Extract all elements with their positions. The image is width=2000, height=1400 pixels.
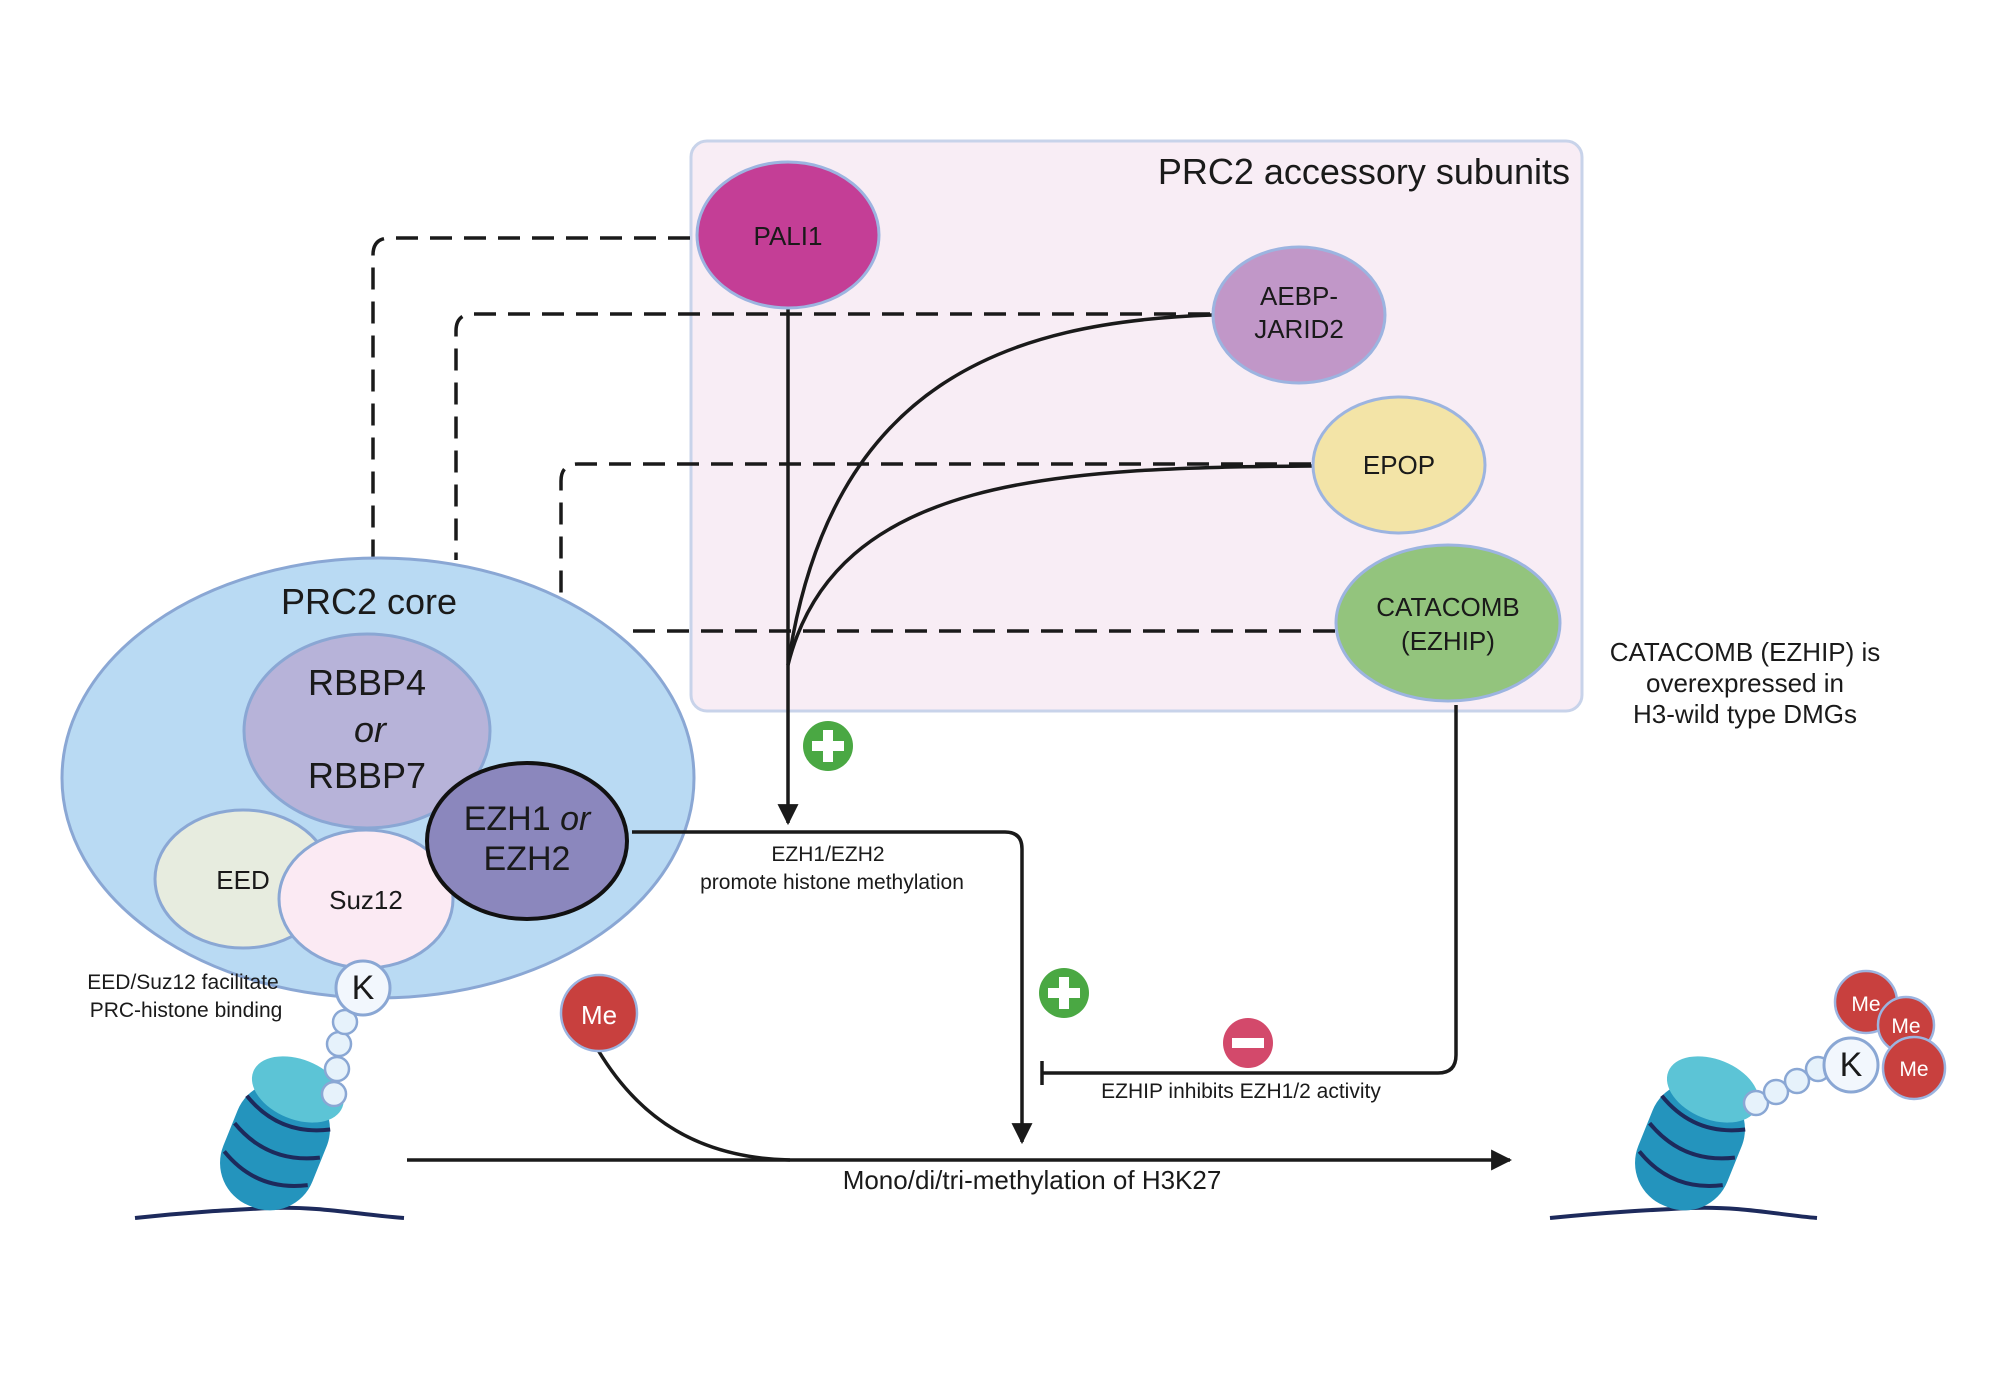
methyl-mark-3: Me — [1881, 1035, 1947, 1101]
nucleosome-left: K — [134, 959, 405, 1220]
rbbp-node: RBBP4 or RBBP7 — [242, 632, 492, 830]
pali1-node: PALI1 — [695, 160, 881, 310]
aebp-label-line1: AEBP- — [1260, 281, 1338, 311]
methyl-mark-2-label: Me — [1891, 1015, 1920, 1038]
eed-note-line1: EED/Suz12 facilitate — [87, 971, 278, 994]
epop-core-connector — [559, 462, 1311, 600]
epop-curve — [786, 464, 1313, 666]
methyl-mark-1-label: Me — [1851, 993, 1880, 1016]
histone-tail-right — [1742, 1055, 1832, 1117]
pali1-label: PALI1 — [754, 221, 823, 251]
methyl-mark-3-label: Me — [1899, 1058, 1928, 1081]
ezh-note-line2: promote histone methylation — [700, 871, 964, 894]
catacomb-label-line1: CATACOMB — [1376, 592, 1519, 622]
catacomb-note-line2: overexpressed in — [1646, 668, 1844, 698]
eed-label: EED — [216, 865, 269, 895]
catacomb-node: CATACOMB (EZHIP) — [1334, 543, 1562, 703]
eed-note-line2: PRC-histone binding — [90, 999, 283, 1022]
inhibition-minus-icon — [1223, 1018, 1273, 1068]
methyl-donor: Me — [559, 973, 791, 1162]
lysine-left-label: K — [352, 969, 375, 1007]
ezh-note-line1: EZH1/EZH2 — [771, 843, 884, 866]
nucleosome-right: Me Me Me K — [1549, 969, 1947, 1220]
epop-label: EPOP — [1363, 450, 1435, 480]
aebp-curve — [786, 313, 1213, 666]
rbbp-label-line1: RBBP4 — [308, 662, 426, 703]
ezh-reaction-arrow — [632, 830, 1033, 1145]
lysine-right: K — [1822, 1036, 1880, 1094]
catacomb-note-line3: H3-wild type DMGs — [1633, 699, 1857, 729]
suz12-node: Suz12 — [277, 828, 455, 970]
methyl-label: Me — [581, 1000, 617, 1030]
catacomb-label-line2: (EZHIP) — [1401, 626, 1495, 656]
lysine-right-label: K — [1840, 1046, 1863, 1084]
lysine-left: K — [334, 959, 392, 1017]
reaction-label: Mono/di/tri-methylation of H3K27 — [843, 1165, 1222, 1195]
ezh-label-line2: EZH2 — [484, 840, 571, 878]
prc2-core-title: PRC2 core — [281, 581, 457, 622]
activation-plus-icon — [803, 721, 853, 771]
aebp-jarid2-node: AEBP- JARID2 — [1211, 245, 1387, 385]
catacomb-note-line1: CATACOMB (EZHIP) is — [1610, 637, 1881, 667]
aebp-core-connector — [454, 312, 1210, 560]
prc2-core: PRC2 core RBBP4 or RBBP7 EED Suz12 EZH1 … — [60, 556, 696, 1000]
ezhip-note: EZHIP inhibits EZH1/2 activity — [1101, 1080, 1381, 1103]
histone-tail-left — [320, 1008, 359, 1108]
ezh-label-line1: EZH1 or — [464, 800, 592, 838]
accessory-subunits-title: PRC2 accessory subunits — [1158, 151, 1570, 192]
epop-node: EPOP — [1311, 395, 1487, 535]
methyl-curve — [596, 1049, 791, 1162]
pali1-core-connector — [371, 236, 690, 560]
rbbp-label-line3: RBBP7 — [308, 755, 426, 796]
ezh-node: EZH1 or EZH2 — [425, 761, 629, 921]
aebp-label-line2: JARID2 — [1254, 314, 1344, 344]
ezhip-inhibition-line — [1042, 705, 1458, 1075]
suz12-label: Suz12 — [329, 885, 403, 915]
ezh-plus-icon — [1039, 968, 1089, 1018]
rbbp-label-line2: or — [354, 709, 388, 750]
